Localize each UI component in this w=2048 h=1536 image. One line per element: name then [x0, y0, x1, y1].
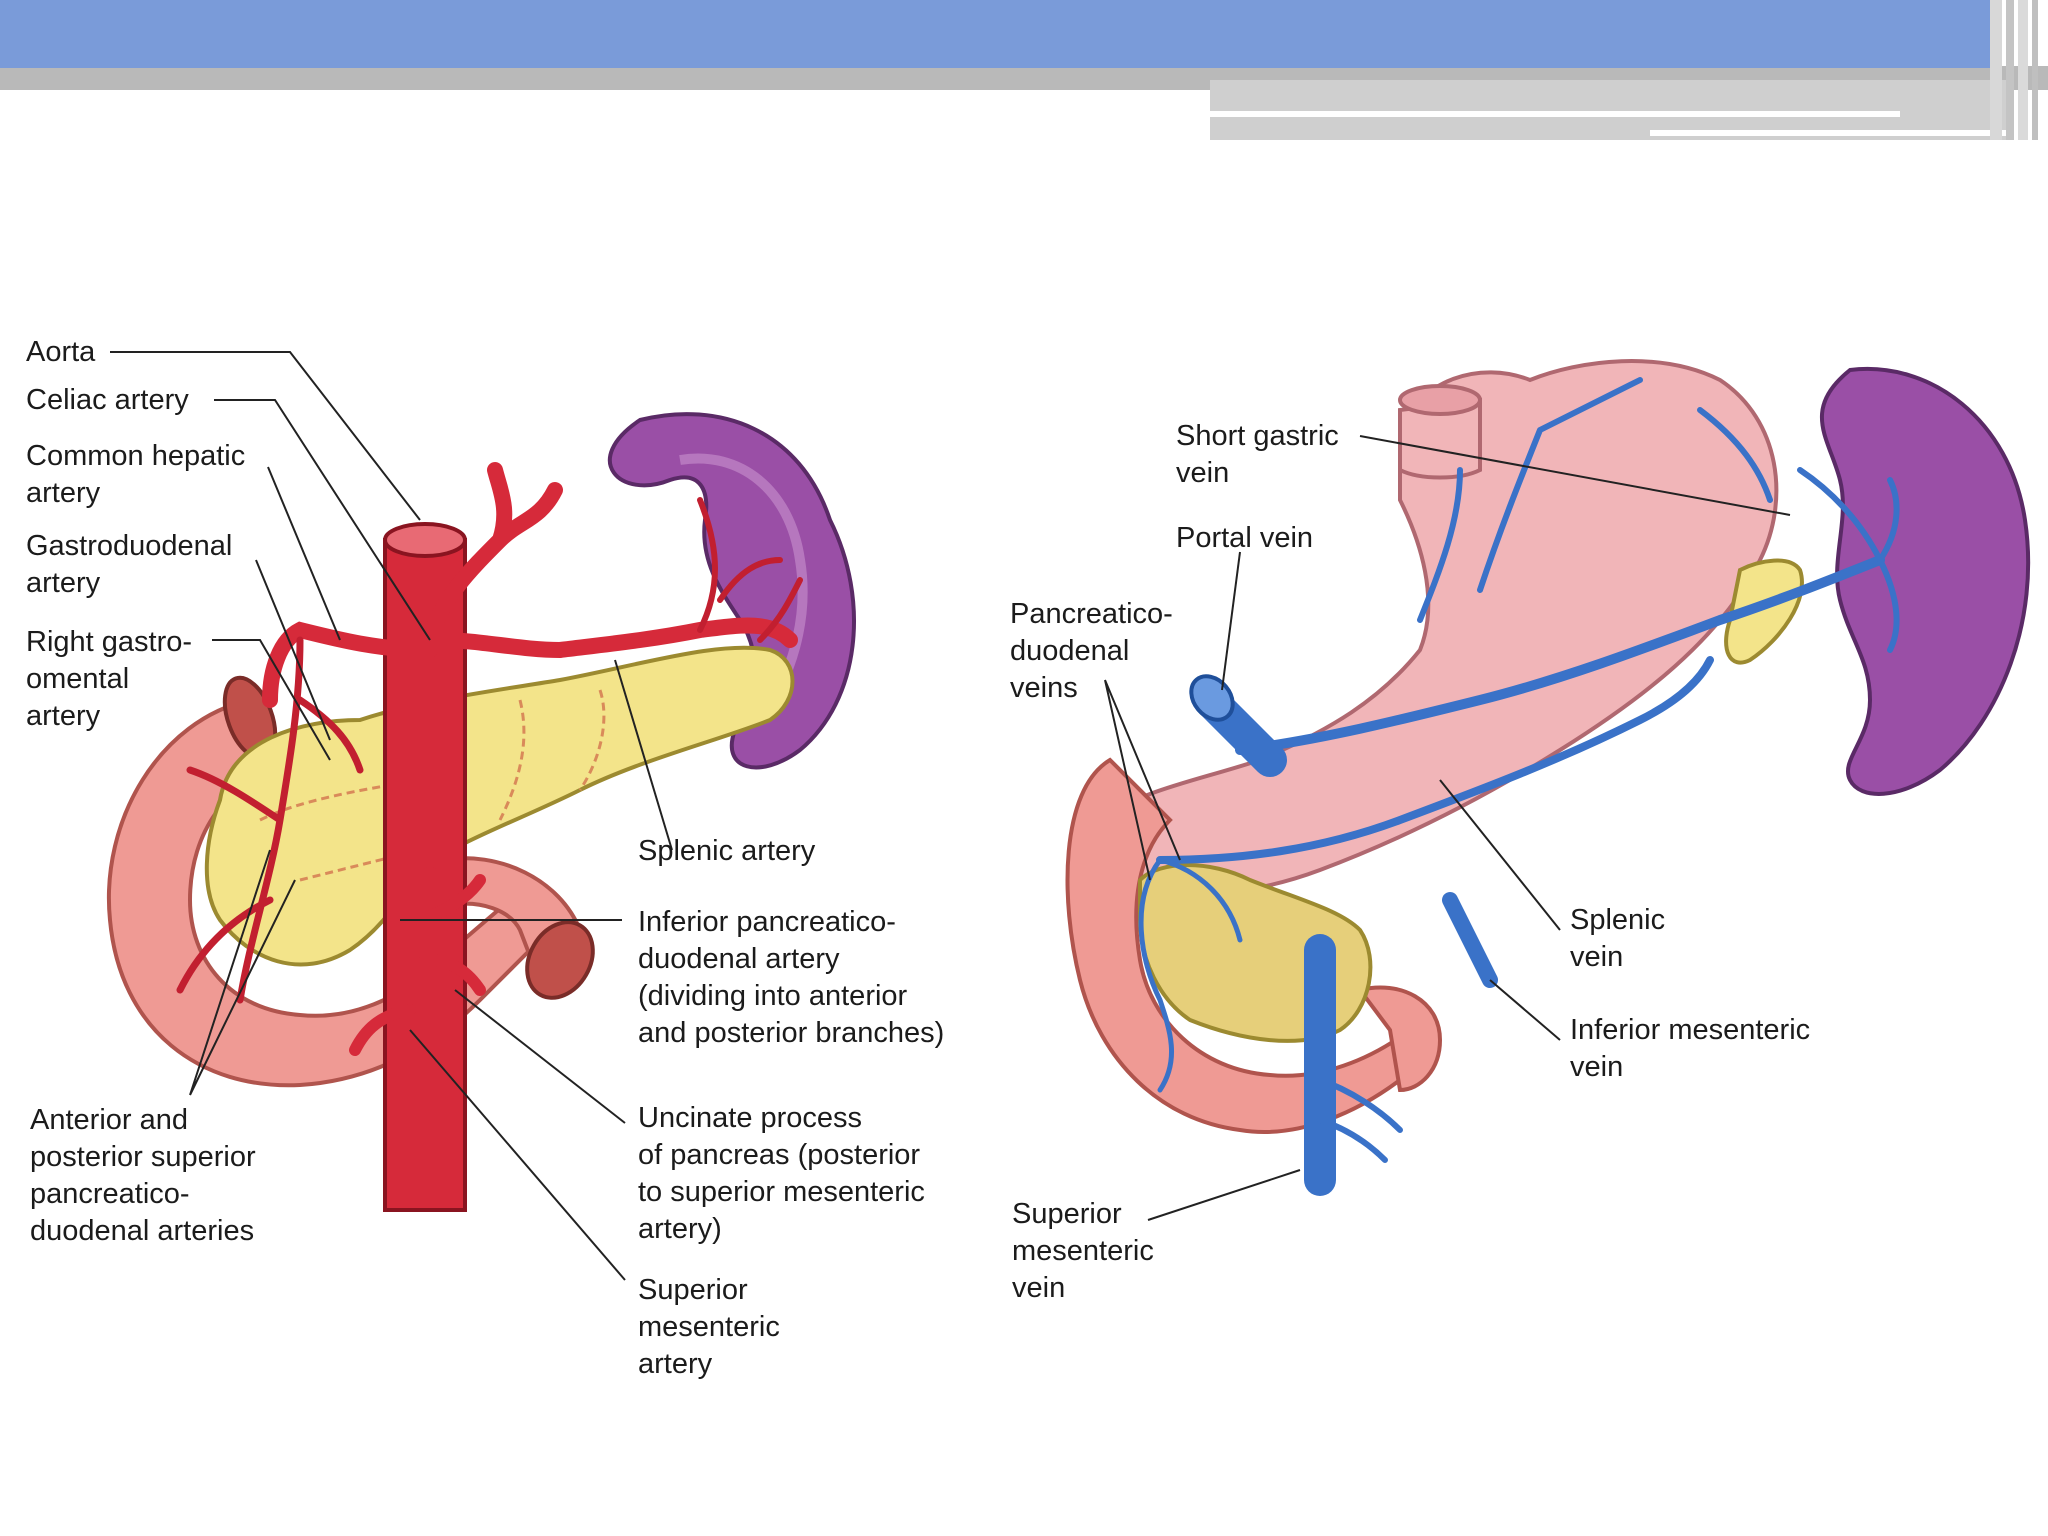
label-short-gastric-vein: Short gastric vein [1176, 420, 1339, 489]
pancreaticoduodenal-veins [1138, 857, 1243, 1093]
label-celiac-artery: Celiac artery [26, 384, 189, 416]
label-aorta: Aorta [26, 336, 96, 368]
label-superior-mesenteric-vein: Superior mesenteric vein [1012, 1198, 1154, 1304]
label-uncinate-process: Uncinate process of pancreas (posterior … [638, 1102, 925, 1245]
inferior-mesenteric-vein [1442, 892, 1498, 988]
label-inferior-pancreaticoduodenal-artery: Inferior pancreatico- duodenal artery (d… [638, 906, 945, 1049]
label-splenic-vein: Splenic vein [1570, 904, 1666, 973]
smv-branches [1317, 1077, 1403, 1163]
esophagus [1398, 397, 1482, 480]
superior-mesenteric-artery [387, 867, 443, 1073]
sma-branches [349, 874, 486, 1056]
label-common-hepatic-artery: Common hepatic artery [26, 440, 246, 509]
short-gastric-veins [1417, 377, 1900, 653]
splenic-vein [1235, 555, 1885, 755]
leader-lines-left [110, 351, 673, 1281]
gastroepiploic-vein [1156, 656, 1714, 864]
label-gastroduodenal-artery: Gastroduodenal artery [26, 530, 233, 599]
spleen [1820, 366, 2031, 796]
label-inferior-mesenteric-vein: Inferior mesenteric vein [1570, 1014, 1811, 1083]
label-pancreaticoduodenal-veins: Pancreatico- duodenal veins [1010, 598, 1173, 704]
header-stripe [1990, 0, 2002, 140]
pancreas-tail [1724, 558, 1804, 665]
header-line [1650, 130, 2010, 136]
gastroduodenal-branches [176, 636, 364, 1004]
header-stripe [2018, 0, 2028, 140]
label-right-gastroomental-artery: Right gastro- omental artery [26, 626, 193, 732]
label-portal-vein: Portal vein [1176, 522, 1314, 554]
label-splenic-artery: Splenic artery [638, 835, 816, 867]
header-line [1210, 111, 1900, 117]
header-stripe [2032, 0, 2038, 140]
jejunum-cut-end [525, 920, 595, 1000]
slide-header [0, 0, 2048, 140]
aorta-top [383, 522, 467, 558]
esophagus-top [1398, 384, 1482, 416]
celiac-trunk-branches [262, 462, 798, 708]
jejunum [1356, 985, 1443, 1093]
header-stripe [2006, 0, 2014, 140]
duodenum [1065, 757, 1413, 1134]
splenic-artery-branches [697, 497, 803, 643]
leader-lines-right [1104, 435, 1791, 1221]
label-superior-mesenteric-artery: Superior mesenteric artery [638, 1274, 780, 1380]
label-anterior-posterior-superior-pancreaticoduodenal: Anterior and posterior superior pancreat… [30, 1104, 256, 1247]
header-bar [0, 0, 2000, 68]
